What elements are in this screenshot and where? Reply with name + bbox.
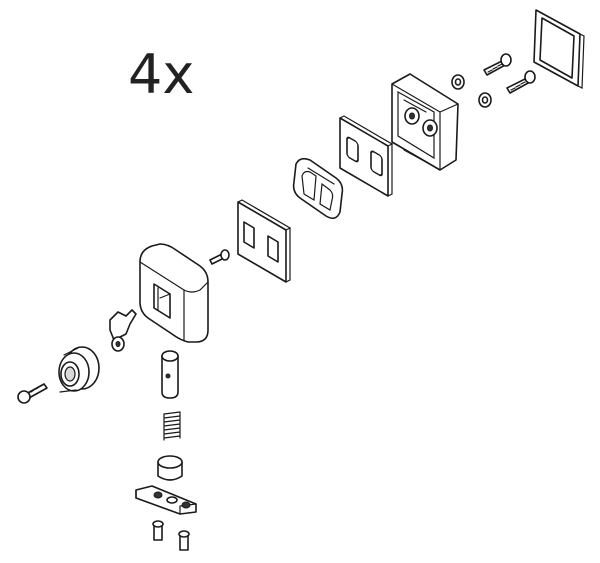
mounting-base-part xyxy=(391,73,459,171)
screw-part xyxy=(209,249,230,265)
pin-part xyxy=(161,350,179,399)
clamp-body-part xyxy=(139,243,209,343)
gasket-plate-part xyxy=(237,199,292,283)
cover-frame-part xyxy=(533,9,585,89)
cap-part xyxy=(157,455,183,481)
screw-part xyxy=(152,520,164,541)
roller-wheel-part xyxy=(58,346,100,393)
gasket-plate-part xyxy=(339,115,394,197)
quantity-label: 4x xyxy=(128,43,195,106)
washer-part xyxy=(478,92,492,108)
rubber-insert-part xyxy=(292,157,344,220)
screw-part xyxy=(506,70,536,94)
screw-part xyxy=(178,530,190,551)
screw-part xyxy=(483,53,512,76)
screw-part xyxy=(17,383,48,404)
washer-part xyxy=(451,74,465,90)
bottom-plate-part xyxy=(135,485,197,515)
clip-bracket-part xyxy=(109,309,137,352)
spring-part xyxy=(163,411,181,441)
